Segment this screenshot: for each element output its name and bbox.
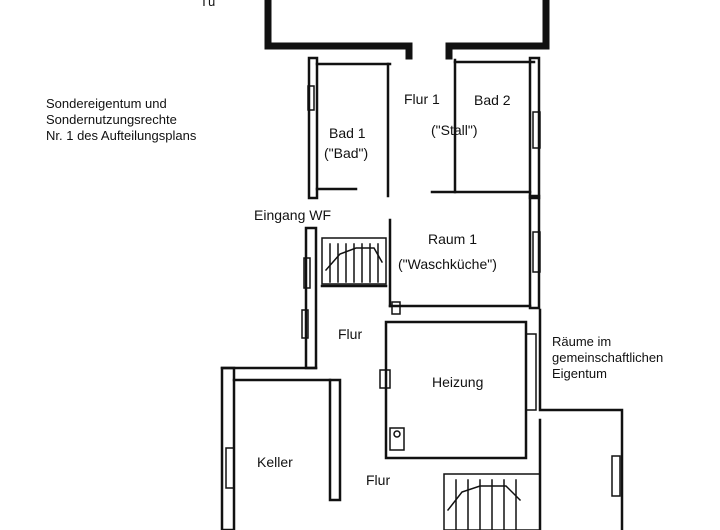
gemeinschaft-note-line1: Räume im: [552, 334, 612, 349]
bad2-walls: [430, 56, 541, 200]
label-bad2: Bad 2: [474, 92, 511, 108]
label-waschkueche: ("Waschküche"): [398, 256, 497, 272]
heizung-walls: [379, 320, 537, 460]
label-stall: ("Stall"): [431, 122, 478, 138]
gemeinschaft-note-line2: gemeinschaftlichen: [552, 350, 664, 365]
gemeinschaft-note-line3: Eigentum: [552, 366, 607, 381]
label-heizung: Heizung: [432, 374, 484, 390]
label-eingang: Eingang WF: [254, 207, 332, 223]
label-raum1: Raum 1: [428, 231, 478, 247]
sondereigentum-note-line2: Sondernutzungsrechte: [46, 112, 177, 127]
label-bad1-alias: ("Bad"): [324, 145, 369, 161]
corridor-walls: [220, 226, 388, 530]
stair-bottom: [443, 473, 541, 530]
label-flur1: Flur 1: [404, 91, 440, 107]
sondereigentum-note-line1: Sondereigentum und: [46, 96, 167, 111]
upper-building-walls: [264, 0, 550, 60]
label-flur-low: Flur: [366, 472, 391, 488]
bad1-walls: [307, 56, 392, 200]
top-fragment-text: Tü: [200, 0, 216, 9]
sondereigentum-note-line3: Nr. 1 des Aufteilungsplans: [46, 128, 197, 143]
raum1-walls: [388, 194, 541, 315]
stair-top: [321, 237, 387, 285]
label-bad1: Bad 1: [329, 125, 366, 141]
label-keller: Keller: [257, 454, 293, 470]
label-flur-mid: Flur: [338, 326, 363, 342]
